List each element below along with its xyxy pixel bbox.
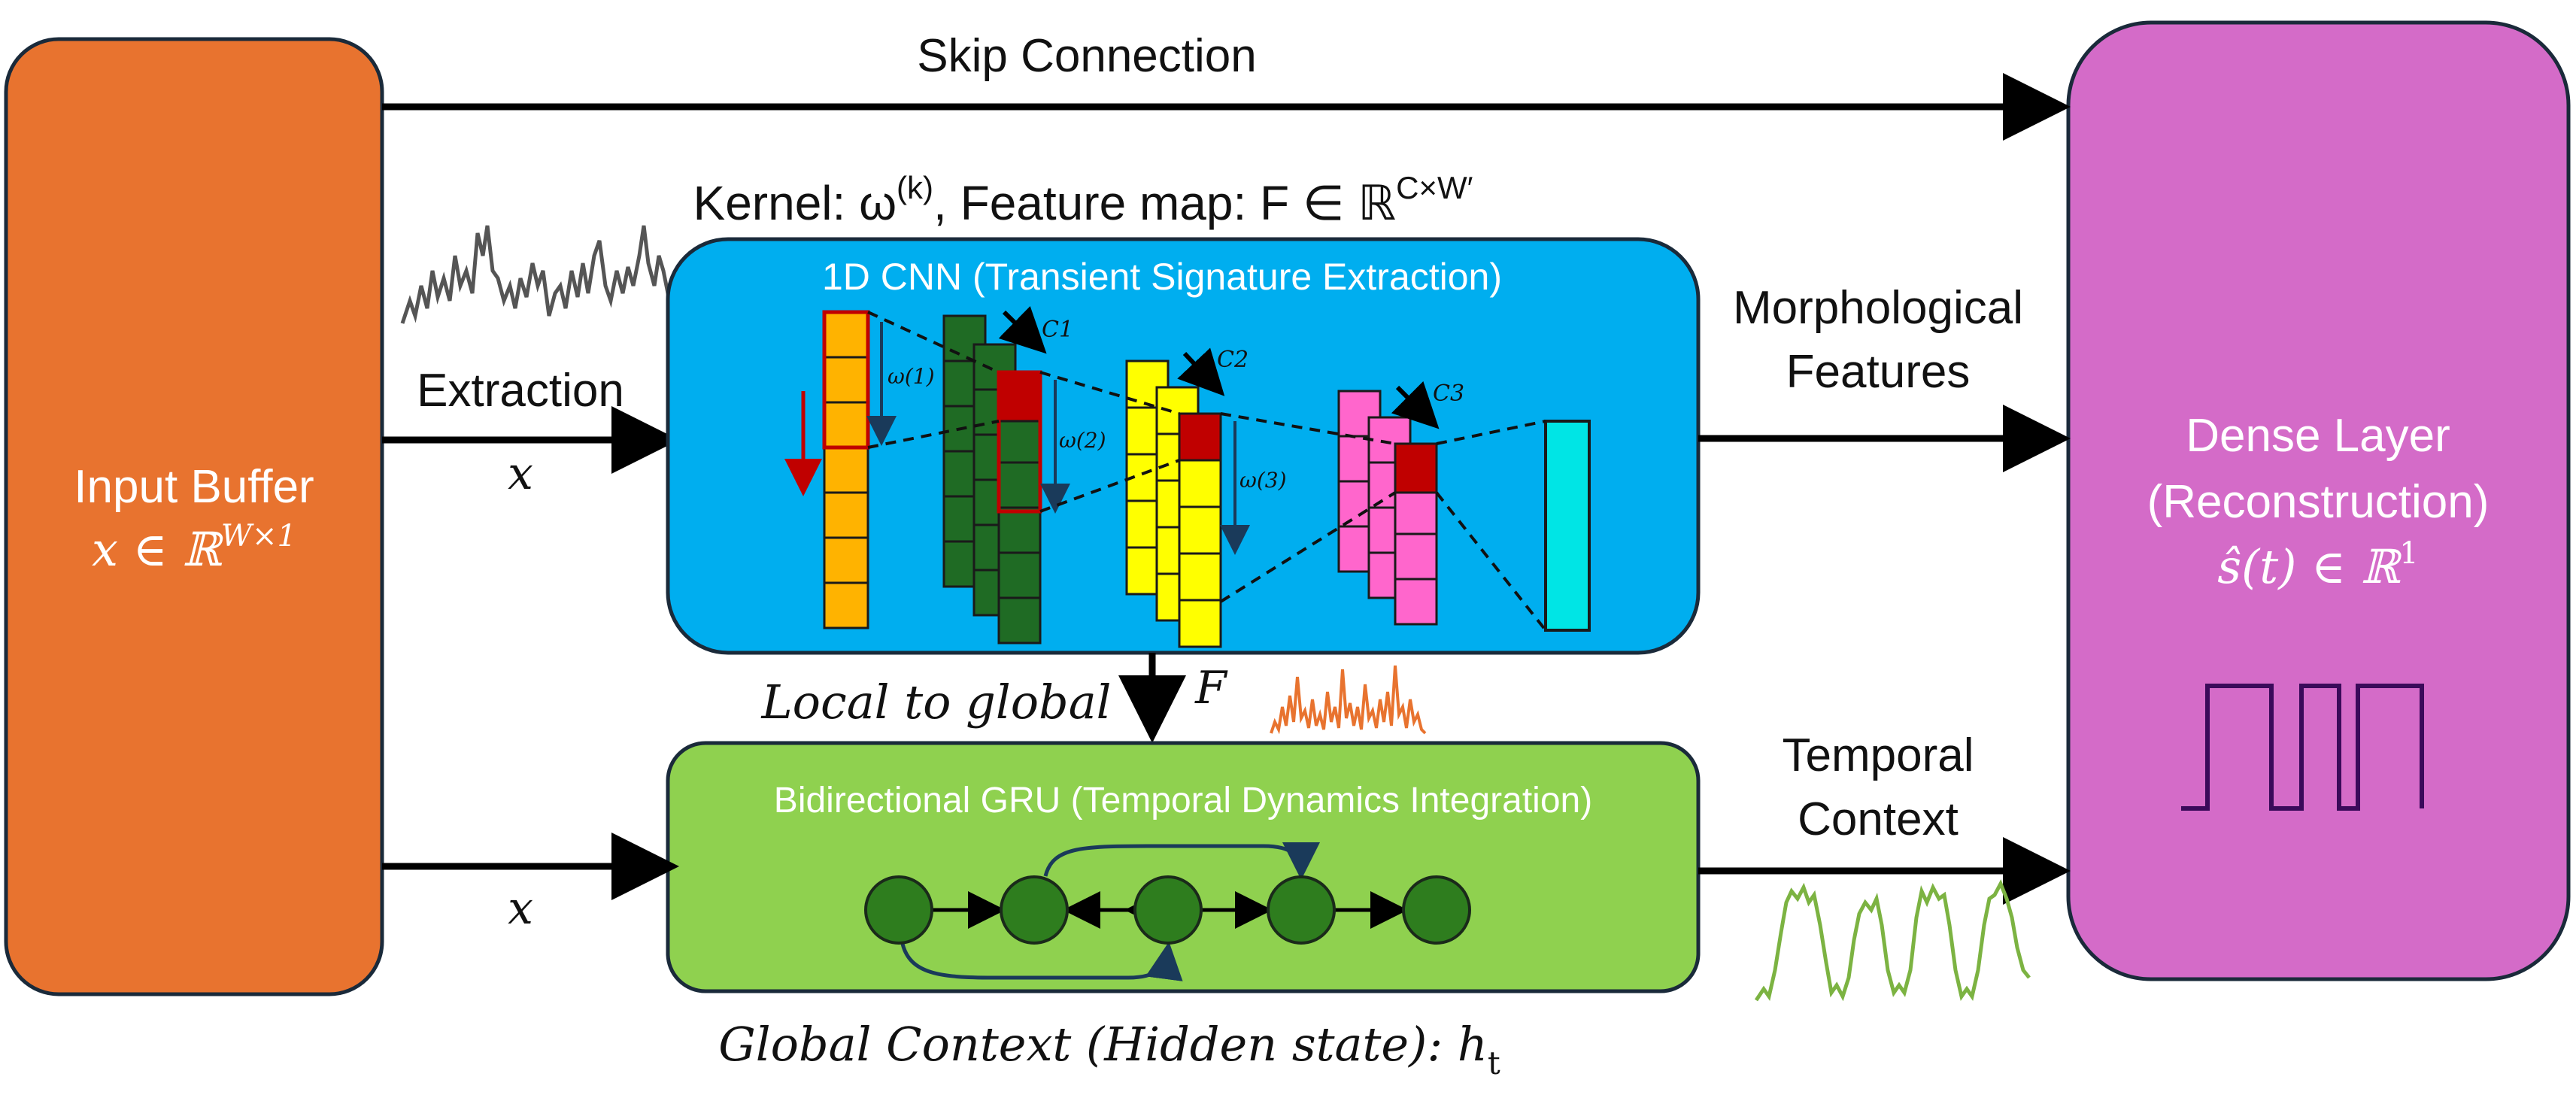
morphological-path: Morphological Features [1698,282,2071,472]
skip-connection: Skip Connection [382,30,2071,141]
cnn-input-column-cell [823,536,869,584]
channel-label-1: C1 [1042,317,1073,343]
cnn-layer3-front-cell [1178,505,1222,555]
feature-spike-signal [1270,665,1427,735]
bottom-input-path: x [382,833,679,935]
cnn-layer3-front-cell [1178,459,1222,508]
cnn-input-column-cell [823,401,869,449]
cnn-input-column-cell [823,581,869,629]
input-buffer-box [4,37,384,996]
gru-hidden-node-4 [1267,875,1336,945]
cnn-input-column [823,311,869,629]
projection-line [1435,491,1547,632]
channel-arrow-1 [998,305,1047,354]
cnn-title: 1D CNN (Transient Signature Extraction) [822,256,1502,298]
kernel-label-2: ω(2) [1059,428,1106,453]
morphological-label-line1: Morphological [1733,282,2023,334]
kernel-output-1 [997,371,1042,423]
temporal-context-signal [1754,879,2031,1002]
channel-label-3: C3 [1433,381,1464,407]
gru-hidden-node-1 [864,875,933,945]
cnn-layer3-front-cell [1178,552,1222,602]
cnn-input-column-cell [823,491,869,539]
cnn-block: Kernel: ω(k), Feature map: F ∈ ℝC×W′ 1D … [666,170,1701,655]
channel-arrow-3 [1391,381,1440,429]
input-buffer-formula: x ∈ ℝW×1 [92,519,296,577]
extraction-path: Extraction x [382,365,679,500]
input-buffer-block: Input Buffer x ∈ ℝW×1 [4,37,384,996]
dense-layer-title-line1: Dense Layer [2186,410,2450,462]
gru-hidden-node-5 [1402,875,1471,945]
kernel-label-3: ω(3) [1239,468,1287,493]
channel-arrow-2 [1177,347,1225,396]
reconstructed-square-wave [2181,684,2424,811]
gru-hidden-node-3 [1133,875,1203,945]
gru-skip-arrow-bottom [900,942,1183,981]
cnn-input-column-cell [823,311,869,359]
input-buffer-title: Input Buffer [74,461,314,513]
local-to-global-path: Local to global F [761,653,1427,743]
cnn-layer2-front-cell [997,416,1042,464]
temporal-context-path: Temporal Context [1698,729,2071,1002]
dense-layer-box [2066,20,2571,981]
dense-layer-block: Dense Layer (Reconstruction) ŝ(t) ∈ ℝ1 [2066,20,2571,981]
cnn-layer2-front-cell [997,461,1042,509]
x-label-top: x [508,447,533,500]
kernel-output-3 [1394,442,1438,494]
kernel-label-1: ω(1) [887,364,935,389]
x-label-bottom: x [508,882,533,935]
channel-label-2: C2 [1217,347,1249,373]
local-to-global-label: Local to global [761,675,1112,729]
cnn-input-column-cell [823,446,869,494]
cnn-layer4-front-cell [1394,578,1438,626]
kernel-output-2 [1178,412,1222,462]
hidden-state-caption: Global Context (Hidden state): ht [718,1017,1500,1081]
projection-line [867,311,1000,374]
extraction-label: Extraction [417,365,624,417]
kernel-window-1 [822,310,870,450]
gru-skip-arrow-top [1043,842,1320,880]
cnn-layer4-front-cell [1394,532,1438,581]
projection-line [1220,412,1396,445]
cnn-layer3-front-cell [1178,599,1222,648]
projection-line [1039,371,1180,415]
morphological-label-line2: Features [1786,346,1971,398]
cnn-layer4-front-cell [1394,487,1438,535]
cnn-output-column [1544,420,1591,632]
temporal-label-line2: Context [1798,793,1959,845]
kernel-feature-caption: Kernel: ω(k), Feature map: F ∈ ℝC×W′ [693,170,1473,230]
projection-line [1039,459,1180,513]
cnn-layer2-front-cell [997,551,1042,599]
dense-layer-formula: ŝ(t) ∈ ℝ1 [2217,536,2418,594]
skip-connection-label: Skip Connection [917,30,1257,82]
gru-block: Bidirectional GRU (Temporal Dynamics Int… [666,741,1701,993]
cnn-layer2-front-cell [997,596,1042,645]
feature-F-label: F [1194,662,1228,714]
gru-hidden-node-2 [1000,875,1069,945]
cnn-input-column-cell [823,356,869,404]
projection-line [1219,491,1397,603]
projection-line [867,420,1000,449]
dense-layer-title-line2: (Reconstruction) [2147,476,2490,528]
temporal-label-line1: Temporal [1783,729,1974,781]
gru-node-chain [864,842,1471,981]
cnn-layer2-front-cell [997,506,1042,554]
gru-title: Bidirectional GRU (Temporal Dynamics Int… [774,781,1592,820]
kernel-window-2 [997,370,1042,514]
projection-line [1436,420,1546,445]
